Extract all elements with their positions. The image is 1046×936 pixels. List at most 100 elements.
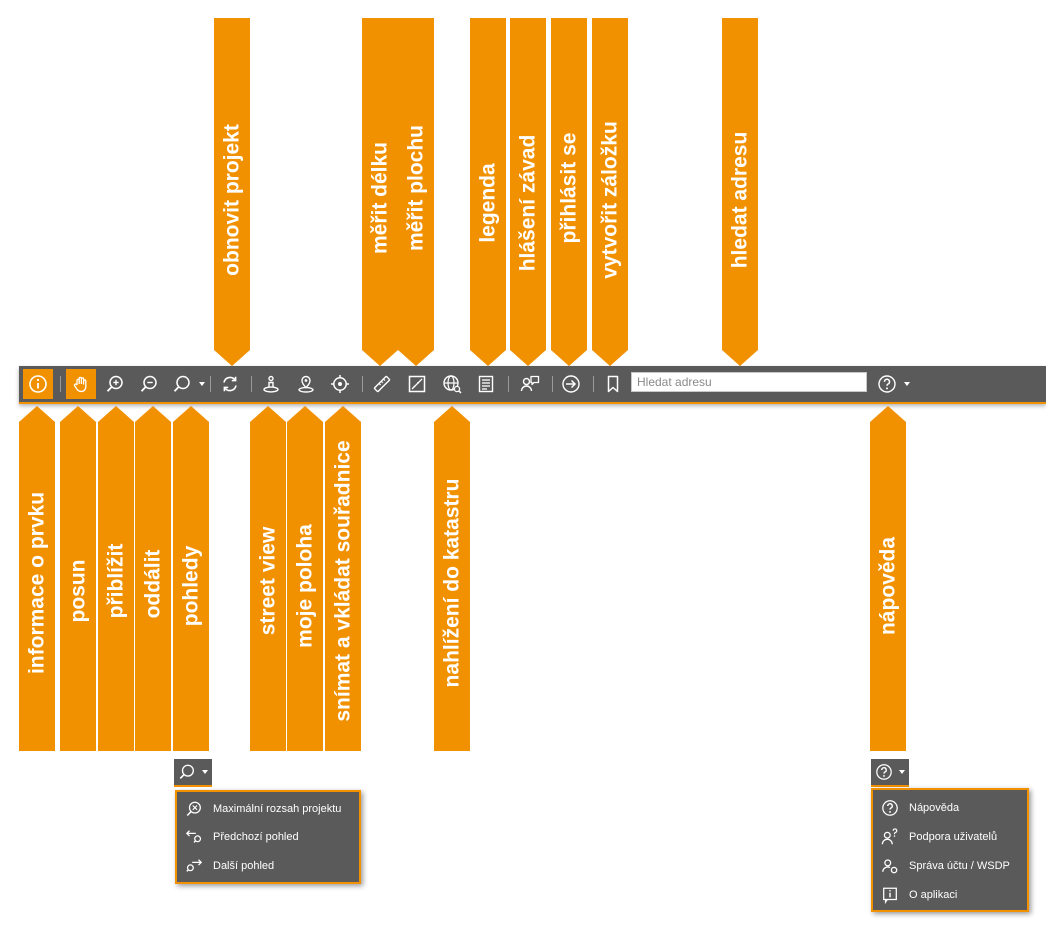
next-view-icon: [186, 859, 203, 872]
full-extent-icon: [186, 801, 201, 817]
menu-item-help[interactable]: Nápověda: [881, 794, 959, 822]
help-icon: [878, 375, 896, 393]
menu-item-next-view[interactable]: Další pohled: [185, 852, 274, 880]
login-icon: [562, 375, 580, 393]
location-pin-icon: [298, 375, 314, 393]
callout-label: oddálit: [141, 549, 165, 619]
login-button[interactable]: [556, 369, 586, 399]
my-location-button[interactable]: [291, 369, 321, 399]
toolbar-separator: [60, 376, 61, 392]
bookmark-icon: [607, 375, 619, 393]
area-icon: [408, 375, 426, 393]
callout-label: hlášení závad: [516, 134, 540, 272]
globe-icon: [443, 375, 462, 394]
callout-merit-delku: měřit délku: [362, 18, 398, 366]
zoom-out-button[interactable]: [134, 369, 164, 399]
callout-prihlasit-se: přihlásit se: [551, 18, 587, 366]
menu-item-label: Předchozí pohled: [213, 831, 299, 843]
help-icon: [882, 800, 898, 816]
callout-label: přihlásit se: [557, 132, 581, 244]
menu-item-label: Správa účtu / WSDP: [909, 860, 1010, 872]
refresh-button[interactable]: [215, 369, 245, 399]
menu-item-user-support[interactable]: Podpora uživatelů: [881, 823, 997, 851]
info-icon: [29, 375, 47, 393]
report-fault-button[interactable]: [515, 369, 545, 399]
menu-item-label: Maximální rozsah projektu: [213, 803, 342, 815]
chevron-down-icon: [202, 770, 208, 774]
callout-snimat-souradnice: snímat a vkládat souřadnice: [325, 406, 361, 751]
callout-street-view: street view: [250, 406, 286, 751]
callout-label: moje poloha: [293, 524, 317, 648]
callout-merit-plochu: měřit plochu: [398, 18, 434, 366]
account-icon: [882, 859, 898, 874]
street-view-button[interactable]: [256, 369, 286, 399]
toolbar-separator: [508, 376, 509, 392]
previous-view-icon: [185, 830, 202, 843]
cadastre-button[interactable]: [437, 369, 467, 399]
toolbar-separator: [593, 376, 594, 392]
callout-label: měřit délku: [368, 141, 392, 255]
callout-hlaseni-zavad: hlášení závad: [510, 18, 546, 366]
views-icon: [179, 764, 194, 780]
callout-informace-o-prvku: informace o prvku: [19, 406, 55, 751]
measure-area-button[interactable]: [402, 369, 432, 399]
help-icon: [876, 764, 892, 780]
help-dropdown-button[interactable]: [871, 759, 909, 787]
pan-button[interactable]: [66, 369, 96, 399]
menu-item-previous-view[interactable]: Předchozí pohled: [185, 823, 299, 851]
about-icon: [883, 887, 897, 904]
zoom-in-icon: [106, 375, 123, 392]
bookmark-button[interactable]: [598, 369, 628, 399]
callout-hledat-adresu: hledat adresu: [722, 18, 758, 366]
menu-item-account[interactable]: Správa účtu / WSDP: [881, 852, 1010, 880]
callout-label: měřit plochu: [404, 124, 428, 252]
menu-item-label: Nápověda: [909, 802, 960, 814]
callout-priblizit: přiblížit: [98, 406, 134, 751]
callout-vytvorit-zalozku: vytvořit záložku: [592, 18, 628, 366]
street-view-icon: [263, 375, 279, 393]
callout-label: pohledy: [179, 545, 203, 627]
callout-label: nahlížení do katastru: [440, 478, 464, 688]
callout-label: přiblížit: [104, 543, 128, 619]
help-menu: Nápověda Podpora uživatelů Správa účtu /…: [871, 788, 1029, 912]
menu-item-full-extent[interactable]: Maximální rozsah projektu: [185, 795, 341, 823]
callout-pohledy: pohledy: [173, 406, 209, 751]
refresh-icon: [223, 376, 237, 392]
chevron-down-icon: [904, 382, 910, 386]
menu-item-label: Další pohled: [213, 860, 275, 872]
user-support-icon: [881, 828, 898, 845]
chevron-down-icon: [899, 770, 905, 774]
address-search-input[interactable]: [631, 372, 867, 392]
info-button[interactable]: [23, 369, 53, 399]
callout-label: legenda: [476, 163, 500, 243]
callout-moje-poloha: moje poloha: [287, 406, 323, 751]
toolbar-separator: [210, 376, 211, 392]
chevron-down-icon: [199, 382, 205, 386]
help-button[interactable]: [872, 369, 902, 399]
callout-oddalit: oddálit: [135, 406, 171, 751]
callout-label: nápověda: [876, 536, 900, 636]
views-button[interactable]: [167, 369, 197, 399]
callout-label: informace o prvku: [25, 491, 49, 675]
views-dropdown-button[interactable]: [174, 759, 212, 787]
coordinates-button[interactable]: [325, 369, 355, 399]
legend-button[interactable]: [471, 369, 501, 399]
menu-item-label: O aplikaci: [909, 889, 958, 901]
callout-nahlizeni-do-katastru: nahlížení do katastru: [434, 406, 470, 751]
ruler-icon: [373, 375, 391, 393]
toolbar-separator: [552, 376, 553, 392]
map-toolbar: [19, 366, 1046, 404]
callout-posun: posun: [60, 406, 96, 751]
toolbar-separator: [362, 376, 363, 392]
callout-label: obnovit projekt: [220, 124, 244, 276]
menu-item-about[interactable]: O aplikaci: [881, 881, 957, 909]
measure-length-button[interactable]: [367, 369, 397, 399]
callout-label: posun: [66, 559, 90, 623]
callout-obnovit-projekt: obnovit projekt: [214, 18, 250, 366]
callout-napoveda: nápověda: [870, 406, 906, 751]
callout-legenda: legenda: [470, 18, 506, 366]
toolbar-separator: [251, 376, 252, 392]
callout-label: snímat a vkládat souřadnice: [331, 440, 355, 722]
zoom-out-icon: [140, 375, 157, 392]
zoom-in-button[interactable]: [100, 369, 130, 399]
